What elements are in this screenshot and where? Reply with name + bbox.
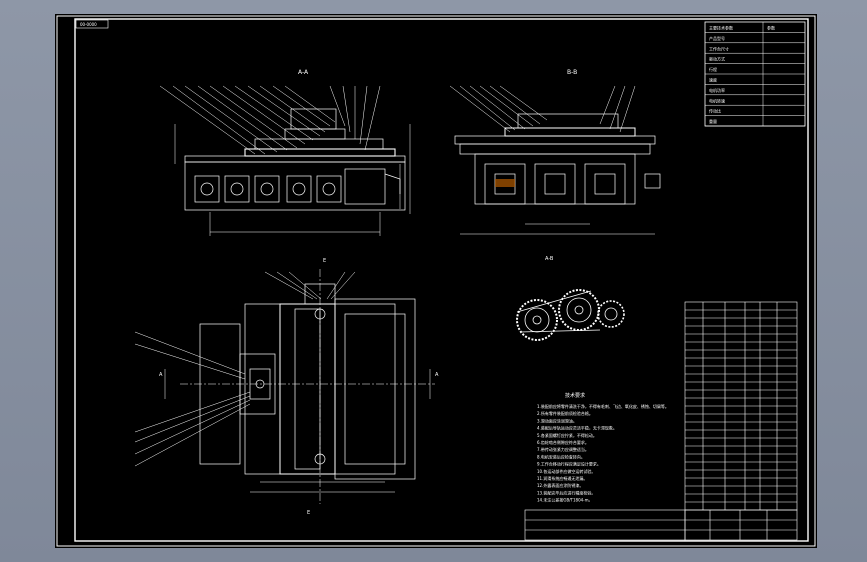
tech-line: 7.带传动张紧力应调整适当。	[537, 446, 589, 452]
tech-title: 技术要求	[565, 392, 585, 399]
params-key: 电机功率	[709, 87, 725, 93]
drawing-sheet: 00-0000 主要技术参数 参数产品型号工作台尺寸驱动方式行程速度电机功率电机转…	[55, 14, 817, 548]
params-key: 电机转速	[709, 97, 725, 103]
tech-line: 8.电机安装后应检查转向。	[537, 453, 585, 459]
tech-line: 12.外露表面应涂防锈漆。	[537, 482, 583, 488]
params-key: 主要技术参数	[709, 25, 733, 31]
params-key: 重量	[709, 118, 717, 124]
gear-detail: A-B	[516, 256, 625, 341]
side-view: B-B	[449, 69, 661, 235]
title-block	[524, 509, 798, 541]
tech-line: 4.装配后导轨运动应灵活平稳，无卡滞现象。	[537, 425, 617, 431]
tech-line: 11.润滑系统应畅通无泄漏。	[537, 475, 587, 481]
tech-line: 14.未注公差按GB/T1804-m。	[537, 497, 593, 503]
front-view-label: A-A	[298, 69, 309, 76]
params-key: 工作台尺寸	[709, 45, 729, 51]
params-key: 产品型号	[709, 35, 725, 41]
plan-view: E A A E	[134, 258, 439, 516]
params-key: 传动比	[709, 108, 721, 114]
marker-a-right: A	[435, 372, 439, 378]
detail-view-label: A-B	[545, 256, 554, 262]
parts-list	[684, 301, 798, 511]
tech-line: 3.滑动面应涂润滑油。	[537, 417, 577, 423]
tech-requirements: 技术要求 1.装配前应将零件清洗干净，不得有毛刺、飞边、氧化皮、锈蚀、切屑等。2…	[537, 392, 669, 503]
tech-line: 9.工作台移动行程应满足设计要求。	[537, 461, 601, 467]
tech-line: 2.所有零件装配前须检验合格。	[537, 410, 593, 416]
params-key: 速度	[709, 77, 717, 83]
params-key: 驱动方式	[709, 56, 725, 62]
outer-border	[56, 15, 816, 547]
params-key: 行程	[709, 66, 717, 72]
front-view: A-A	[159, 69, 411, 236]
marker-a-left: A	[159, 372, 163, 378]
side-view-label: B-B	[567, 69, 577, 76]
tech-line: 13.装配完毕后应进行精度检验。	[537, 489, 595, 495]
corner-tag: 00-0000	[75, 19, 109, 29]
tech-line: 1.装配前应将零件清洗干净，不得有毛刺、飞边、氧化皮、锈蚀、切屑等。	[537, 403, 669, 409]
tech-line: 5.各紧固螺钉应拧紧，不得松动。	[537, 432, 597, 438]
corner-tag-text: 00-0000	[80, 22, 97, 27]
tech-line: 10.各运动部件应做空运转试验。	[537, 468, 595, 474]
params-value: 参数	[767, 25, 775, 31]
drawing-canvas: 00-0000 主要技术参数 参数产品型号工作台尺寸驱动方式行程速度电机功率电机转…	[56, 15, 816, 547]
inner-border	[74, 18, 809, 542]
marker-e-label: E	[323, 258, 326, 264]
tech-line: 6.齿轮啮合侧隙应符合要求。	[537, 439, 589, 445]
marker-e-bottom: E	[307, 510, 310, 516]
